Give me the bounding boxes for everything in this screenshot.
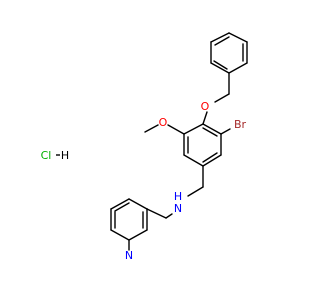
bond — [165, 213, 173, 219]
structure-canvas: O O Br N H N Cl H — [41, 32, 248, 262]
bond — [210, 62, 230, 74]
bond — [183, 154, 204, 167]
bond — [110, 229, 130, 241]
bond — [202, 123, 222, 135]
bond-double — [202, 152, 218, 163]
atom-label-oxygen: O — [201, 100, 210, 113]
bond — [183, 123, 204, 135]
bond-double — [213, 60, 228, 70]
bond — [146, 208, 167, 219]
salt-chlorine-label: Cl — [41, 149, 52, 162]
bond — [128, 229, 148, 241]
salt-hydrogen-label: H — [61, 149, 69, 162]
bond-double — [114, 202, 130, 212]
bond — [228, 62, 248, 74]
bonds — [110, 32, 248, 251]
molecule-drawing: O O Br N H N Cl H — [41, 32, 248, 262]
bond — [167, 124, 185, 135]
bond — [144, 124, 159, 133]
atom-label-pyridine-nitrogen: N — [125, 249, 133, 262]
bond — [187, 186, 204, 197]
bond — [210, 32, 230, 43]
bond — [202, 154, 222, 167]
bond — [228, 32, 248, 43]
atom-label-amine-nitrogen: N — [174, 202, 182, 215]
bond — [220, 128, 231, 135]
bond — [128, 198, 148, 210]
bond — [214, 93, 230, 103]
atom-label-amine-hydrogen: H — [174, 190, 182, 203]
bond — [110, 198, 130, 210]
bond — [202, 111, 208, 125]
bond-double — [214, 36, 230, 46]
bond-double — [202, 127, 218, 137]
atom-label-oxygen: O — [159, 116, 168, 129]
atom-label-bromine: Br — [234, 118, 247, 131]
